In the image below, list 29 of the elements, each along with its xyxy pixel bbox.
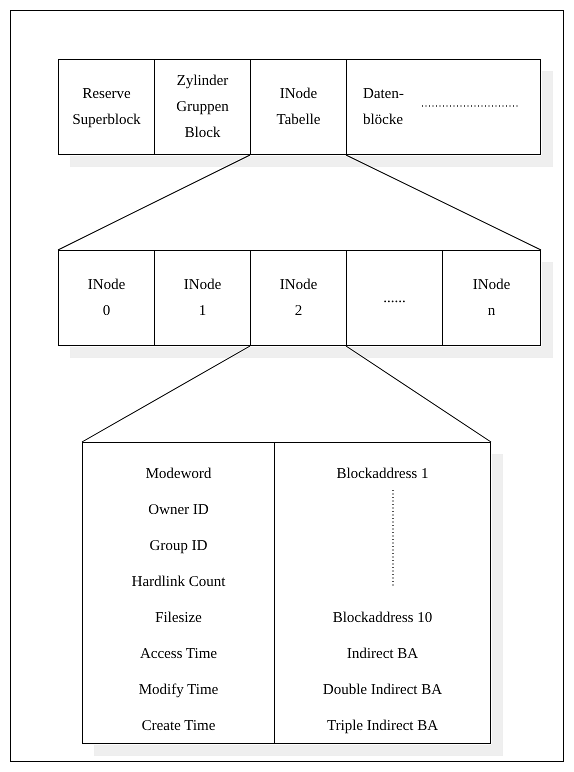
expansion-line (346, 154, 542, 250)
cell-label: Daten- blöcke (363, 84, 404, 130)
field-label: Blockaddress 10 (332, 609, 434, 628)
field-label: Triple Indirect BA (326, 717, 440, 736)
field-label: Modify Time (138, 681, 220, 700)
field-label: Blockaddress 1 (335, 465, 430, 484)
expansion-line (58, 154, 250, 250)
cell-label: ...... (383, 288, 406, 308)
field-label: Indirect BA (346, 645, 420, 664)
inode-record-box (82, 442, 491, 744)
field-label: Hardlink Count (130, 573, 226, 592)
field-label: Filesize (154, 609, 203, 628)
expansion-line (82, 346, 250, 442)
cell-label: INode 2 (280, 276, 318, 321)
block-row (58, 59, 541, 155)
expansion-line (346, 346, 492, 442)
cell-label: INode 1 (184, 276, 222, 321)
cell-label: INode n (472, 276, 510, 321)
field-label: Modeword (144, 465, 212, 484)
field-label: Owner ID (147, 501, 210, 520)
cell-label: INode Tabelle (276, 84, 320, 130)
field-label: Create Time (140, 717, 216, 736)
cell-label: Zylinder Gruppen Block (176, 72, 229, 144)
cell-label: INode 0 (88, 276, 126, 321)
inode-row (58, 250, 541, 346)
field-label: Double Indirect BA (322, 681, 444, 700)
field-label: Access Time (138, 645, 218, 664)
field-label: Group ID (148, 537, 208, 556)
cell-label: Reserve Superblock (72, 84, 141, 130)
